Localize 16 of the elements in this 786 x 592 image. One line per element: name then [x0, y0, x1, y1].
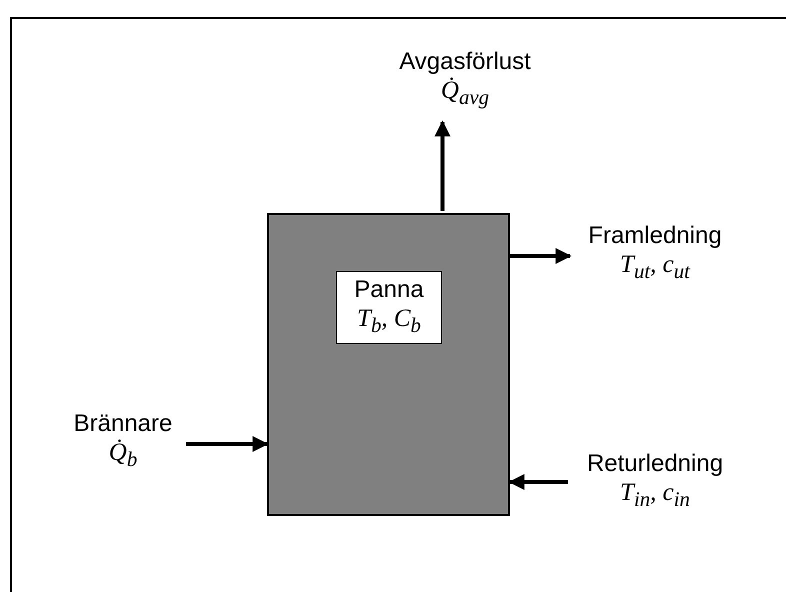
label-box: [336, 271, 442, 344]
formula: T$_{in}$, c$_{in}$: [620, 478, 690, 513]
formula: T$_{b}$, C$_{b}$: [357, 304, 421, 338]
node-label: Brännare: [74, 410, 172, 438]
formula: Q̇$_{b}$: [108, 438, 138, 473]
node-label: Returledning: [586, 450, 724, 478]
node-label: Panna: [354, 276, 424, 304]
formula: Q̇$_{avg}$: [440, 76, 490, 111]
arrow: [186, 436, 269, 452]
arrow: [510, 248, 572, 264]
arrow: [508, 474, 568, 490]
node-label: Framledning: [588, 222, 722, 250]
arrow: [434, 120, 450, 211]
boiler-box: [267, 213, 510, 516]
formula: T$_{ut}$, c$_{ut}$: [620, 250, 690, 285]
node-label: Avgasförlust: [399, 48, 531, 76]
